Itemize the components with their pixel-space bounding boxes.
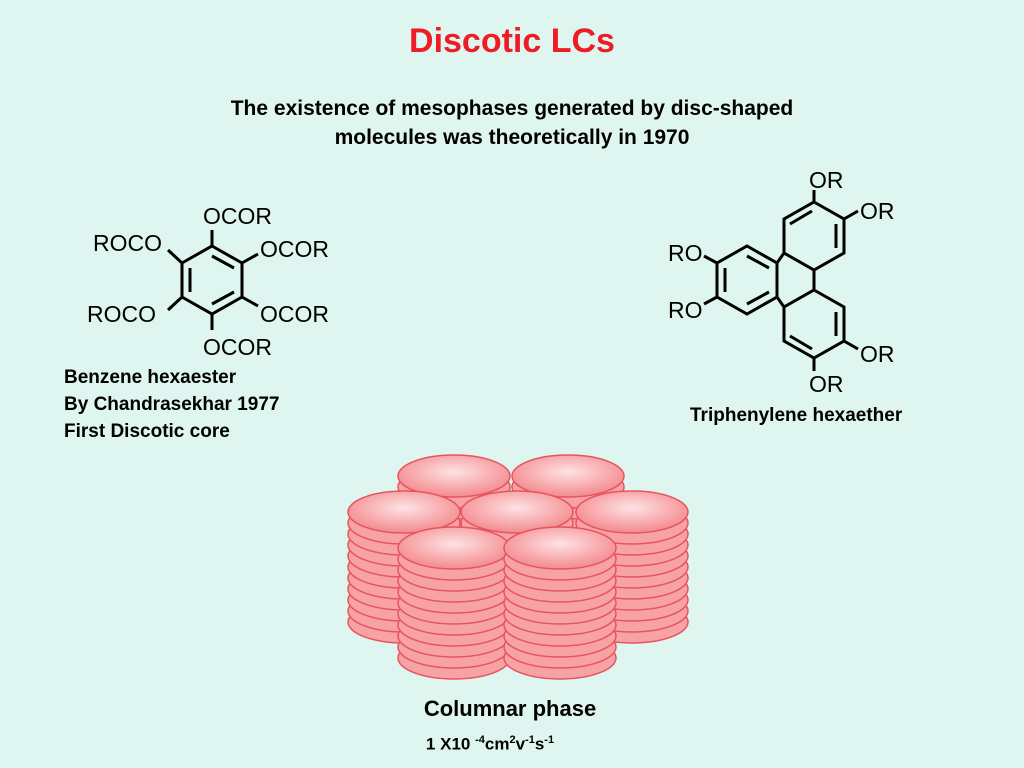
disc	[575, 490, 689, 534]
disc	[347, 490, 461, 534]
benzene-sub-upper-right: OCOR	[260, 236, 329, 262]
mobility-exp2: 2	[509, 734, 516, 746]
disc-column	[397, 526, 511, 680]
disc-column	[503, 526, 617, 680]
slide-title: Discotic LCs	[409, 22, 615, 60]
charge-mobility: 1 X10 -4cm2v-1s-1	[380, 734, 600, 755]
disc	[511, 454, 625, 498]
triphenylene-sub-bottom2: OR	[809, 371, 844, 397]
columnar-phase-label: Columnar phase	[423, 696, 597, 721]
mobility-prefix: 1 X10	[425, 734, 476, 754]
disc	[397, 454, 511, 498]
benzene-caption-line-1: Benzene hexaester	[64, 367, 237, 388]
triphenylene-sub-left1: RO	[668, 240, 703, 266]
triphenylene-sub-top1: OR	[809, 167, 844, 193]
benzene-caption: Benzene hexaester By Chandrasekhar 1977 …	[64, 364, 279, 445]
benzene-sub-lower-right: OCOR	[260, 301, 329, 327]
triphenylene-caption: Triphenylene hexaether	[690, 405, 903, 426]
mobility-exp1: -4	[475, 734, 485, 746]
slide-subtitle: The existence of mesophases generated by…	[0, 94, 1024, 152]
mobility-unit2: v	[515, 734, 526, 754]
benzene-caption-line-2: By Chandrasekhar 1977	[64, 394, 280, 415]
mobility-exp4: -1	[544, 734, 555, 746]
triphenylene-sub-bottom1: OR	[860, 341, 895, 367]
benzene-sub-upper-left: ROCO	[93, 230, 162, 256]
benzene-sub-bottom: OCOR	[203, 334, 272, 360]
triphenylene-sub-left2: RO	[668, 297, 703, 323]
mobility-exp3: -1	[525, 734, 535, 746]
mobility-unit1: cm	[484, 734, 510, 754]
disc	[460, 490, 574, 534]
benzene-caption-line-3: First Discotic core	[64, 421, 230, 442]
mobility-unit3: s	[534, 734, 545, 754]
subtitle-line-1: The existence of mesophases generated by…	[230, 97, 794, 120]
disc	[503, 526, 617, 570]
disc	[397, 526, 511, 570]
triphenylene-sub-top2: OR	[860, 198, 895, 224]
benzene-sub-top: OCOR	[203, 203, 272, 229]
benzene-sub-lower-left: ROCO	[87, 301, 156, 327]
subtitle-line-2: molecules was theoretically in 1970	[334, 126, 690, 149]
